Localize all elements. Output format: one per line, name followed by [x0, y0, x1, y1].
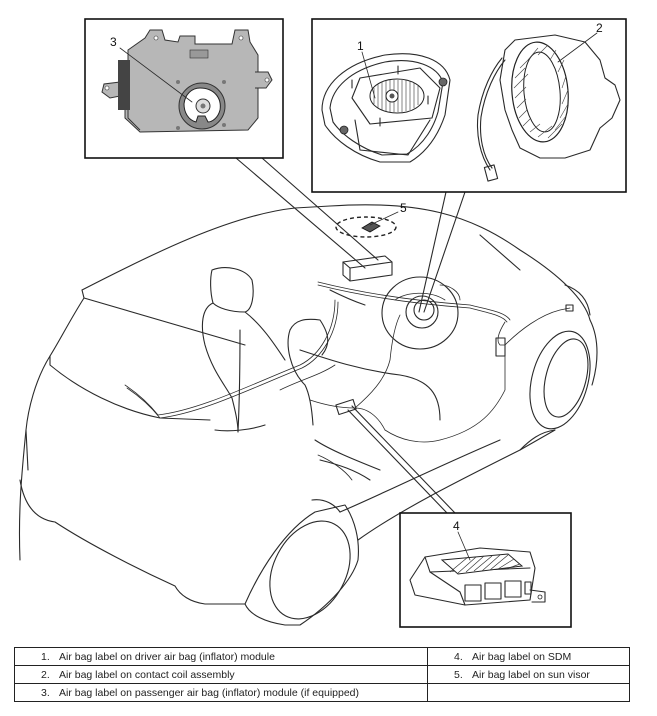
legend-item-4: 4.Air bag label on SDM	[427, 647, 630, 666]
legend-item-2: 2.Air bag label on contact coil assembly	[14, 665, 428, 684]
callout-3: 3	[110, 35, 117, 49]
vehicle-outline	[18, 204, 598, 626]
inset-sdm: 4	[399, 512, 572, 628]
legend-item-1: 1.Air bag label on driver air bag (infla…	[14, 647, 428, 666]
contact-coil-assembly	[476, 34, 621, 182]
legend-row: 2.Air bag label on contact coil assembly…	[14, 665, 630, 684]
passenger-airbag-module-in-car	[342, 255, 393, 282]
callout-1: 1	[357, 39, 364, 53]
legend-item-empty	[427, 683, 630, 702]
legend-item-3: 3.Air bag label on passenger air bag (in…	[14, 683, 428, 702]
driver-airbag-module	[321, 53, 451, 163]
wiring-harness	[124, 281, 574, 481]
airbag-location-diagram: 5 3	[18, 18, 627, 628]
legend-item-5: 5.Air bag label on sun visor	[427, 665, 630, 684]
legend-table: 1.Air bag label on driver air bag (infla…	[14, 647, 630, 702]
callout-2: 2	[596, 21, 603, 35]
leader-lines	[235, 157, 466, 514]
sun-visor-label: 5	[335, 201, 407, 238]
sdm-module	[409, 547, 546, 606]
legend-row: 1.Air bag label on driver air bag (infla…	[14, 647, 630, 666]
steering-wheel	[381, 276, 461, 350]
legend-row: 3.Air bag label on passenger air bag (in…	[14, 683, 630, 702]
callout-4: 4	[453, 519, 460, 533]
inset-driver-airbag-and-coil: 1 2	[311, 18, 627, 193]
callout-5: 5	[400, 201, 407, 215]
inset-passenger-airbag: 3	[84, 18, 284, 159]
